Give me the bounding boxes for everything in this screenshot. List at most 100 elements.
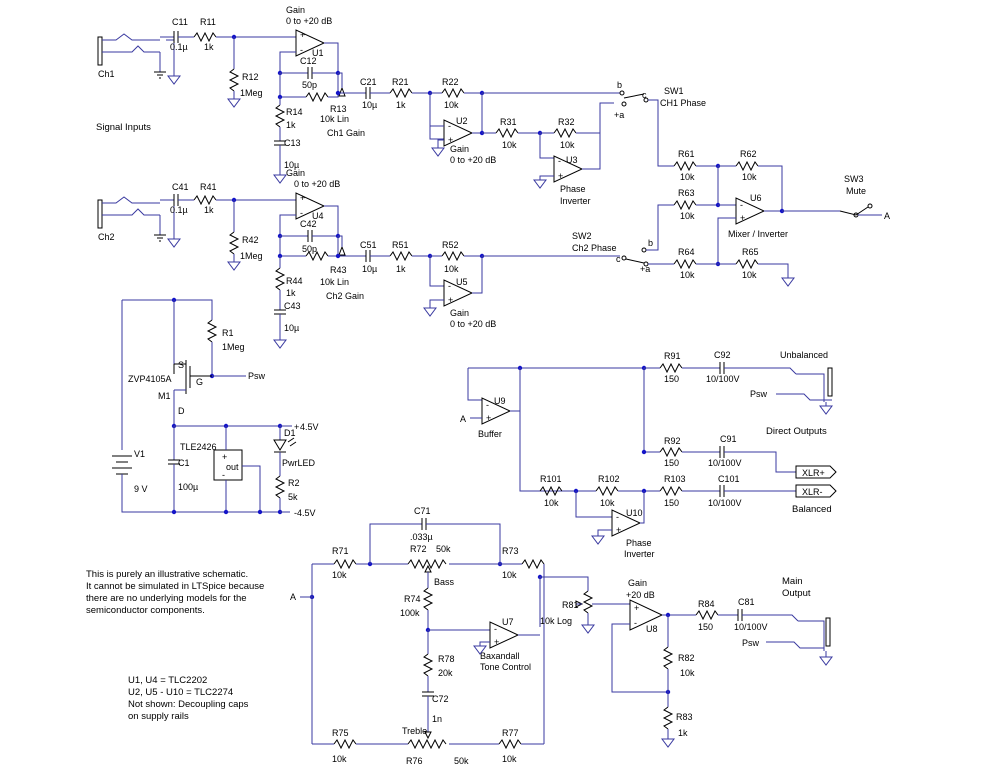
ch1-input-stage: Ch1 C11 0.1µ R11 1k R12 1Meg Gain 0 to +… xyxy=(97,5,706,206)
c72-label: C72 xyxy=(432,694,449,704)
u2-label: U2 xyxy=(456,116,468,126)
r43-name: Ch2 Gain xyxy=(326,291,364,301)
sw2-name: Ch2 Phase xyxy=(572,243,617,253)
r13-label: R13 xyxy=(330,104,347,114)
r44-value: 1k xyxy=(286,288,296,298)
balanced-label: Balanced xyxy=(792,504,832,515)
u3-label: U3 xyxy=(566,155,578,165)
u10-name: Phase xyxy=(626,538,652,548)
r83-value: 1k xyxy=(678,728,688,738)
r84-value: 150 xyxy=(698,622,713,632)
r43-value: 10k Lin xyxy=(320,277,349,287)
u5-label: U5 xyxy=(456,277,468,287)
r81-value: 10k Log xyxy=(540,616,572,626)
d1-label: D1 xyxy=(284,428,296,438)
u3-name: Phase xyxy=(560,184,586,194)
u10-minus-sign: - xyxy=(616,512,619,522)
ch2-input-stage: Ch2 C41 0.1µ R41 1k R42 1Meg Gain 0 to +… xyxy=(97,168,674,349)
u3-minus-sign: - xyxy=(558,156,561,166)
u4-label: U4 xyxy=(312,211,324,221)
u8-label: U8 xyxy=(646,624,658,634)
r12-value: 1Meg xyxy=(240,88,263,98)
c42-label: C42 xyxy=(300,219,317,229)
sw2-b: b xyxy=(648,238,653,248)
r102-value: 10k xyxy=(600,498,615,508)
parts-line-1: U1, U4 = TLC2202 xyxy=(128,675,207,686)
u2-minus-sign: - xyxy=(448,121,451,131)
node-a-buffer: A xyxy=(460,414,466,424)
c11-value: 0.1µ xyxy=(170,42,188,52)
r32-value: 10k xyxy=(560,140,575,150)
xlr-plus: XLR+ xyxy=(802,468,825,478)
signal-inputs-label: Signal Inputs xyxy=(96,122,151,133)
u7-minus-sign: - xyxy=(494,624,497,634)
ch1-jack-label: Ch1 xyxy=(98,69,115,79)
u7-label: U7 xyxy=(502,617,514,627)
u6-name: Mixer / Inverter xyxy=(728,229,788,239)
r84-label: R84 xyxy=(698,599,715,609)
u8-plus-sign: + xyxy=(634,603,639,613)
sw2-label: SW2 xyxy=(572,231,592,241)
c51-label: C51 xyxy=(360,240,377,250)
r1-label: R1 xyxy=(222,328,234,338)
c12-label: C12 xyxy=(300,56,317,66)
c101-label: C101 xyxy=(718,474,740,484)
u6-minus-sign: - xyxy=(740,200,743,210)
v1-value: 9 V xyxy=(134,484,148,494)
c43-value: 10µ xyxy=(284,323,299,333)
r42-value: 1Meg xyxy=(240,251,263,261)
c43-label: C43 xyxy=(284,301,301,311)
u5-gain-range: 0 to +20 dB xyxy=(450,319,496,329)
c21-value: 10µ xyxy=(362,100,377,110)
r92-label: R92 xyxy=(664,436,681,446)
r52-value: 10k xyxy=(444,264,459,274)
disclaimer-line-3: there are no underlying models for the xyxy=(86,593,247,604)
direct-outputs-label: Direct Outputs xyxy=(766,426,827,437)
r31-label: R31 xyxy=(500,117,517,127)
r101-value: 10k xyxy=(544,498,559,508)
u5-minus-sign: - xyxy=(448,281,451,291)
r75-value: 10k xyxy=(332,754,347,764)
vpos-plus: + xyxy=(294,422,299,432)
r21-value: 1k xyxy=(396,100,406,110)
r73-label: R73 xyxy=(502,546,519,556)
u5-plus-sign: + xyxy=(448,295,453,305)
r91-label: R91 xyxy=(664,351,681,361)
c12-value: 50p xyxy=(302,80,317,90)
r12-label: R12 xyxy=(242,72,259,82)
c81-label: C81 xyxy=(738,597,755,607)
sw3-name: Mute xyxy=(846,186,866,196)
parts-line-2: U2, U5 - U10 = TLC2274 xyxy=(128,687,233,698)
r43-label: R43 xyxy=(330,265,347,275)
u8-gain-label: Gain xyxy=(628,578,647,588)
r22-value: 10k xyxy=(444,100,459,110)
u9-plus-sign: + xyxy=(486,413,491,423)
r72-value: 50k xyxy=(436,544,451,554)
u1-minus-sign: - xyxy=(300,45,303,55)
vneg-label: -4.5V xyxy=(294,508,316,518)
c81-value: 10/100V xyxy=(734,622,768,632)
sw3-label: SW3 xyxy=(844,174,864,184)
u2-gain-range: 0 to +20 dB xyxy=(450,155,496,165)
r32-label: R32 xyxy=(558,117,575,127)
u4-minus-sign: - xyxy=(300,208,303,218)
r21-label: R21 xyxy=(392,77,409,87)
tle-out: out xyxy=(226,462,239,472)
r82-value: 10k xyxy=(680,668,695,678)
r2-value: 5k xyxy=(288,492,298,502)
node-a-tone: A xyxy=(290,592,296,602)
r101-label: R101 xyxy=(540,474,562,484)
r44-label: R44 xyxy=(286,276,303,286)
u8-minus-sign: - xyxy=(634,618,637,628)
bass-label: Bass xyxy=(434,577,455,587)
c41-label: C41 xyxy=(172,182,189,192)
power-supply: R1 1Meg Psw S G D ZVP4105A M1 4.5V + V1 … xyxy=(112,297,319,518)
c92-label: C92 xyxy=(714,350,731,360)
vpos-label: 4.5V xyxy=(300,422,319,432)
mixer-stage: R61 10k R62 10k R63 10k - + U6 Mixer / I… xyxy=(673,149,890,287)
tone-control: A R71 10k C71 .033µ R72 50k Bass R73 10k… xyxy=(290,506,833,766)
tle-minus: - xyxy=(222,470,225,480)
c13-value: 10µ xyxy=(284,160,299,170)
r51-value: 1k xyxy=(396,264,406,274)
u6-plus-sign: + xyxy=(740,213,745,223)
